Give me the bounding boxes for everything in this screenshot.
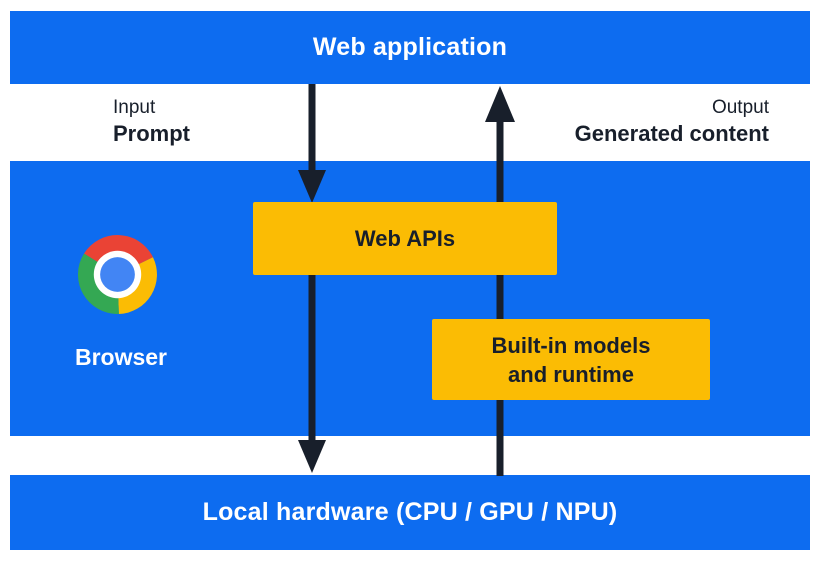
browser-label: Browser	[74, 344, 168, 370]
chrome-logo-icon	[78, 235, 157, 314]
web-application-label: Web application	[312, 33, 508, 61]
builtin-models-label-line1: Built-in models	[491, 332, 651, 358]
input-label-group: Input Prompt	[113, 96, 190, 148]
input-value: Prompt	[113, 121, 190, 146]
builtin-models-label-line2: and runtime	[508, 361, 634, 387]
local-hardware-bar: Local hardware (CPU / GPU / NPU)	[10, 475, 810, 550]
web-apis-box: Web APIs	[253, 202, 557, 275]
local-hardware-label: Local hardware (CPU / GPU / NPU)	[202, 498, 618, 526]
output-title: Output	[711, 97, 769, 118]
output-value: Generated content	[574, 121, 769, 146]
web-apis-label: Web APIs	[354, 225, 456, 251]
web-application-bar: Web application	[10, 11, 810, 84]
output-label-group: Output Generated content	[575, 96, 769, 148]
builtin-models-box: Built-in models and runtime	[432, 319, 710, 400]
input-title: Input	[113, 97, 156, 118]
